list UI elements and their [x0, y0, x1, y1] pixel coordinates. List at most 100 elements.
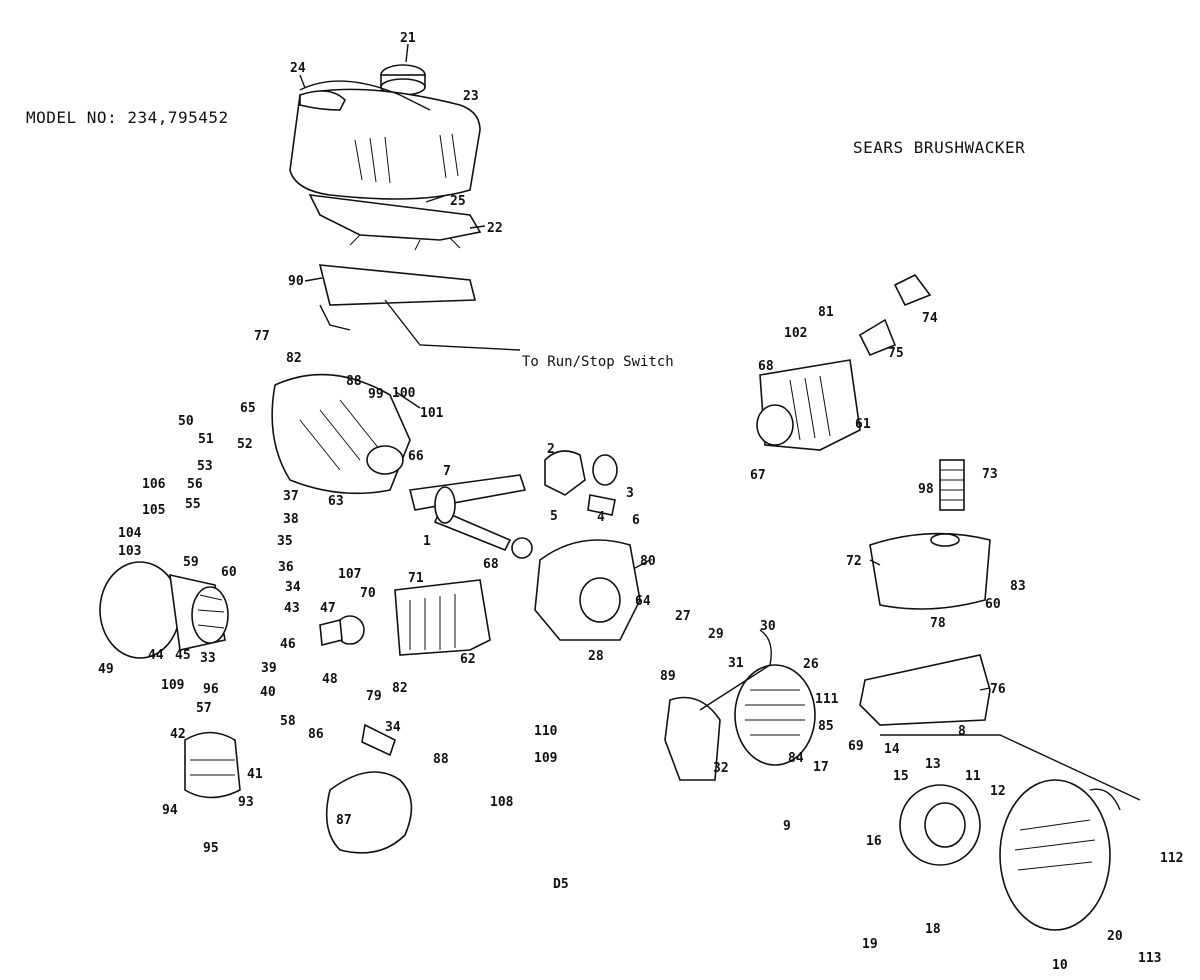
part-label: 44	[148, 648, 164, 663]
part-label: 41	[247, 767, 263, 782]
tank-handle-part	[299, 80, 431, 111]
bearing-cover-part	[544, 450, 618, 516]
part-label: 1	[423, 534, 431, 549]
shield-part	[859, 654, 991, 726]
part-label: 83	[1010, 579, 1026, 594]
carburetor-part	[319, 615, 365, 647]
part-label: 20	[1107, 929, 1123, 944]
part-label: 82	[286, 351, 302, 366]
part-label: 104	[118, 526, 142, 541]
part-label: 62	[460, 652, 476, 667]
part-label: 21	[400, 31, 416, 46]
part-label: 88	[346, 374, 362, 389]
part-label: 12	[990, 784, 1006, 799]
part-label: 76	[990, 682, 1006, 697]
crankcase-part	[511, 537, 641, 641]
part-label: 78	[930, 616, 946, 631]
clutch-housing-part	[271, 373, 411, 495]
part-label: 77	[254, 329, 270, 344]
part-label: 48	[322, 672, 338, 687]
part-label: 52	[237, 437, 253, 452]
part-label: 3	[626, 486, 634, 501]
part-label: 28	[588, 649, 604, 664]
part-label: 72	[846, 554, 862, 569]
part-label: 79	[366, 689, 382, 704]
leader-lines	[299, 43, 991, 691]
part-label: 110	[534, 724, 558, 739]
part-label: 61	[855, 417, 871, 432]
part-label: 14	[884, 742, 900, 757]
part-label: 74	[922, 311, 938, 326]
part-label: 9	[783, 819, 791, 834]
part-label: 19	[862, 937, 878, 952]
part-label: 102	[784, 326, 807, 341]
part-label: 29	[708, 627, 724, 642]
part-label: 37	[283, 489, 299, 504]
drive-shaft-part	[409, 474, 527, 552]
part-label: 107	[338, 567, 361, 582]
part-label: 63	[328, 494, 344, 509]
part-label: 42	[170, 727, 186, 742]
part-label: 31	[728, 656, 744, 671]
part-label: 10	[1052, 958, 1068, 973]
part-label: 34	[285, 580, 301, 595]
part-label: 30	[760, 619, 776, 634]
part-label: 93	[238, 795, 254, 810]
part-label: 32	[713, 761, 729, 776]
part-label: 70	[360, 586, 376, 601]
part-label: 68	[758, 359, 774, 374]
part-number-labels: 21 24 23 25 22 90 77 82 65 88 99 100 101…	[98, 31, 1183, 973]
part-label: 11	[965, 769, 981, 784]
part-label: 5	[550, 509, 558, 524]
part-label: 81	[818, 305, 834, 320]
part-label: 17	[813, 760, 829, 775]
part-label: 4	[597, 510, 605, 525]
switch-wire	[384, 299, 521, 351]
spark-plug-part	[939, 459, 965, 511]
part-label: 34	[385, 720, 401, 735]
part-label: 98	[918, 482, 934, 497]
part-label: 82	[392, 681, 408, 696]
part-label: 2	[547, 442, 555, 457]
part-label: 99	[368, 387, 384, 402]
part-label: 108	[490, 795, 514, 810]
part-label: 69	[848, 739, 864, 754]
part-label: 22	[487, 221, 503, 236]
tank-mount-part	[318, 264, 477, 331]
part-label: 8	[958, 724, 966, 739]
part-label: 103	[118, 544, 141, 559]
flywheel-part	[734, 664, 816, 766]
cylinder-head-part	[756, 359, 861, 451]
model-number: MODEL NO: 234,795452	[26, 108, 229, 127]
part-label: 60	[985, 597, 1001, 612]
air-filter-part	[184, 731, 241, 799]
part-label: 46	[280, 637, 296, 652]
fuel-tank-part	[289, 88, 481, 200]
part-75	[858, 318, 897, 357]
part-label: 75	[888, 346, 904, 361]
part-label: 18	[925, 922, 941, 937]
part-label: 59	[183, 555, 199, 570]
switch-note: To Run/Stop Switch	[522, 354, 674, 370]
part-label: 47	[320, 601, 336, 616]
part-label: 35	[277, 534, 293, 549]
tank-bracket-part	[308, 194, 482, 251]
part-label: 65	[240, 401, 256, 416]
trimmer-head-part	[999, 779, 1121, 931]
part-label: 39	[261, 661, 277, 676]
recoil-starter-part	[99, 561, 229, 659]
part-label: 38	[283, 512, 299, 527]
page-number: D5	[553, 877, 569, 892]
part-label: 55	[185, 497, 201, 512]
part-label: 7	[443, 464, 451, 479]
part-label: 100	[392, 386, 416, 401]
part-74	[893, 273, 932, 307]
part-label: 109	[161, 678, 184, 693]
part-label: 113	[1138, 951, 1161, 966]
part-label: 94	[162, 803, 178, 818]
part-label: 56	[187, 477, 203, 492]
part-label: 33	[200, 651, 216, 666]
fan-housing-part	[664, 696, 721, 781]
